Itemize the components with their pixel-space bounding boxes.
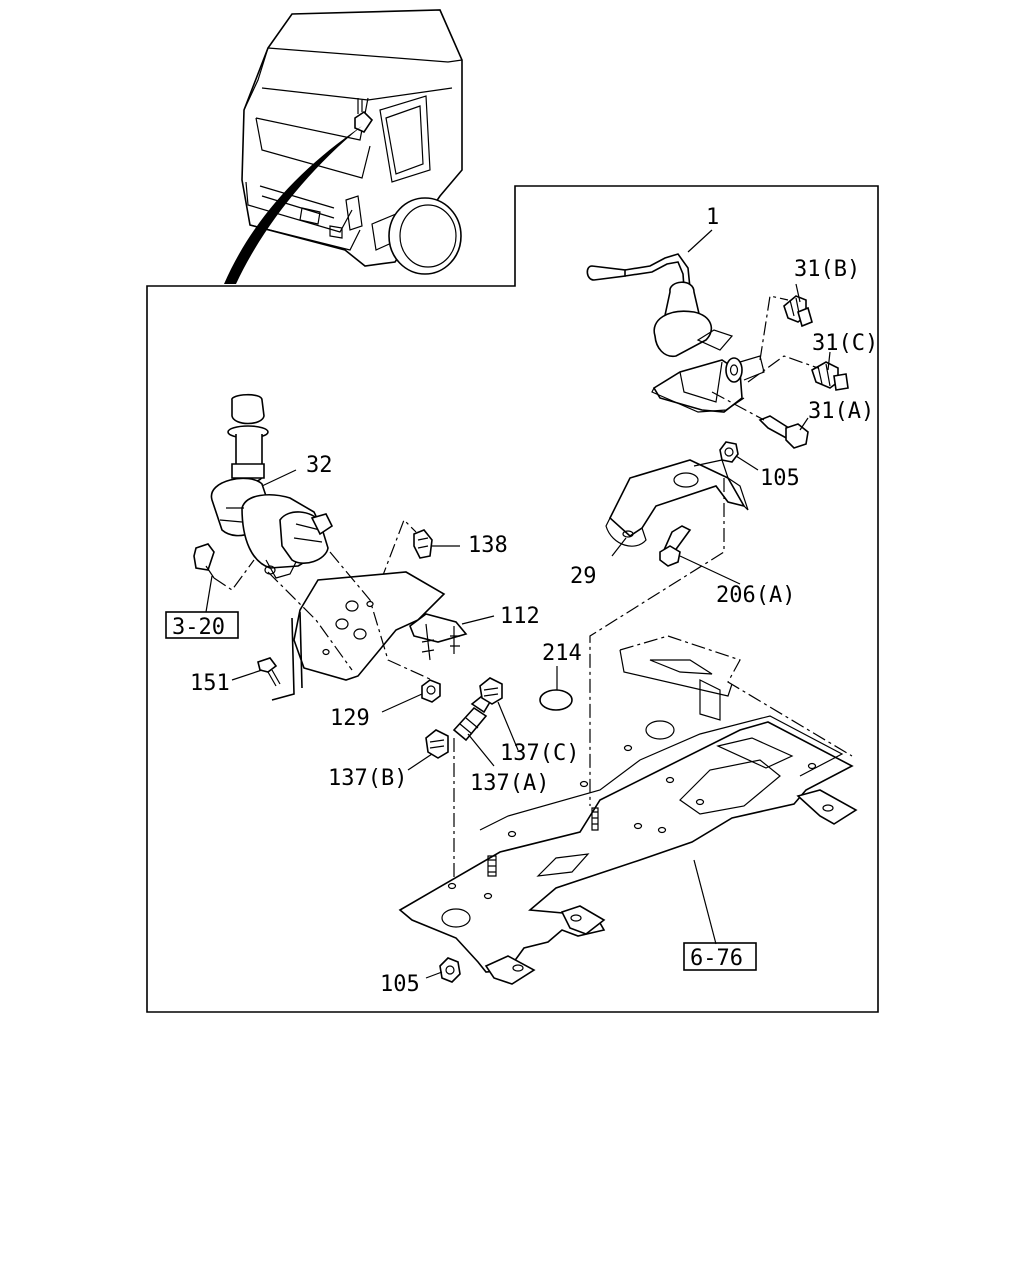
ref-box-3-20: 3-20	[165, 611, 239, 640]
part-31c-connector	[811, 361, 849, 391]
part-29-bracket	[605, 459, 749, 547]
part-206a-bolt	[659, 525, 692, 567]
callout-137c: 137(C)	[500, 741, 579, 766]
truck-cab-illustration	[224, 9, 463, 284]
part-137b-fitting	[425, 729, 449, 759]
callout-151: 151	[190, 671, 230, 696]
ref-6-76-label: 6-76	[690, 946, 743, 971]
callout-206a: 206(A)	[716, 583, 795, 608]
part-129-nut	[421, 679, 441, 703]
callout-31c: 31(C)	[812, 331, 878, 356]
callout-31b: 31(B)	[794, 257, 860, 282]
callout-112: 112	[500, 604, 540, 629]
ref-box-6-76: 6-76	[683, 942, 757, 971]
ref-3-20-label: 3-20	[172, 615, 225, 640]
part-137a-fitting	[452, 694, 492, 742]
leader-lines	[205, 229, 831, 979]
part-bolt-3-20	[193, 543, 215, 579]
part-31a-connector	[758, 415, 809, 449]
part-214-plug	[539, 689, 573, 711]
part-112-mounting-plate	[271, 571, 468, 701]
part-138-fitting	[413, 529, 433, 559]
part-151-bolt	[257, 657, 281, 687]
callout-129: 129	[330, 706, 370, 731]
part-31b-connector	[783, 295, 813, 328]
part-1-shift-lever	[586, 253, 765, 413]
callout-1: 1	[706, 205, 719, 230]
part-105-nut-bottom	[439, 957, 461, 983]
callout-29: 29	[570, 564, 597, 589]
base-plate-6-76	[398, 635, 858, 985]
part-105-nut-top	[719, 441, 739, 463]
callout-137a: 137(A)	[470, 771, 549, 796]
callout-105-top: 105	[760, 466, 800, 491]
callout-214: 214	[542, 641, 582, 666]
callout-138: 138	[468, 533, 508, 558]
callout-105-bottom: 105	[380, 972, 420, 997]
part-137c-fitting	[479, 677, 503, 705]
callout-32: 32	[306, 453, 333, 478]
detail-frame	[146, 185, 879, 1013]
callout-31a: 31(A)	[808, 399, 874, 424]
callout-137b: 137(B)	[328, 766, 407, 791]
part-32-actuator	[210, 393, 334, 579]
